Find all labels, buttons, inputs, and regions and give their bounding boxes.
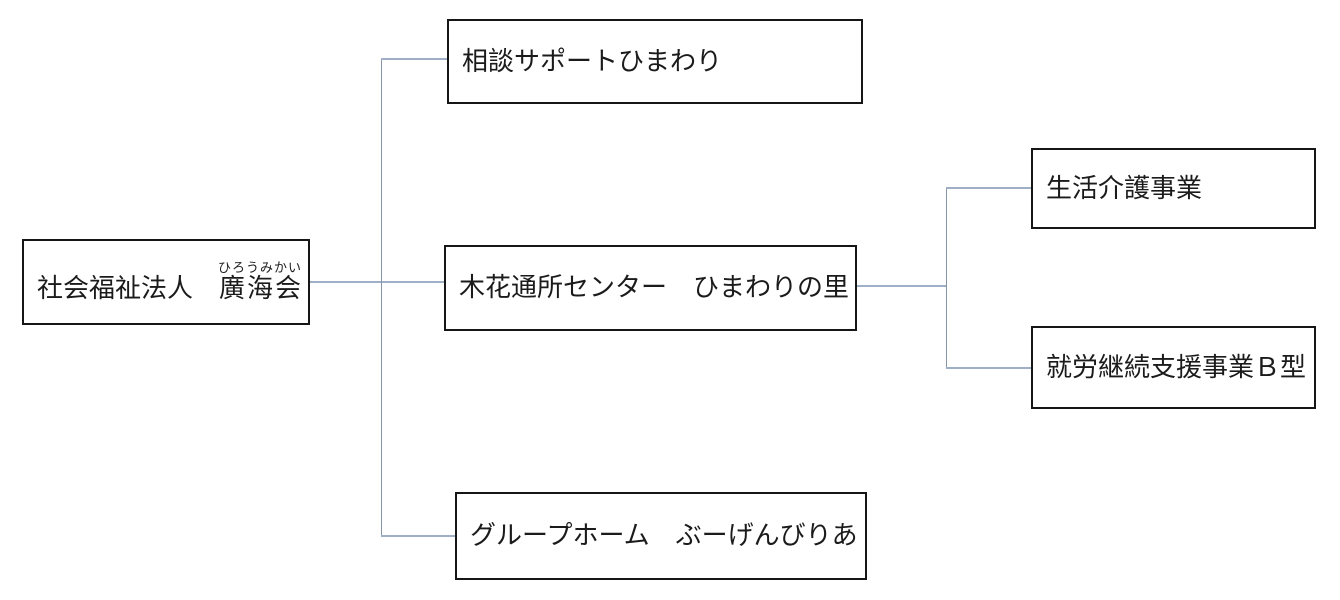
node-root-label: 社会福祉法人 廣海会ひろうみかい <box>37 260 302 304</box>
connector-root-to-middle-branch <box>310 281 444 283</box>
root-ruby-base: 廣海会 <box>218 274 303 304</box>
connector-child-bottom <box>946 367 1032 369</box>
root-label-ruby: 廣海会ひろうみかい <box>218 260 303 304</box>
node-child-employment-support-label: 就労継続支援事業Ｂ型 <box>1046 352 1307 382</box>
connector-top-branch <box>381 58 447 60</box>
node-child-employment-support: 就労継続支援事業Ｂ型 <box>1031 326 1316 409</box>
node-root-corporation: 社会福祉法人 廣海会ひろうみかい <box>22 239 310 325</box>
node-branch-group-home-label: グループホーム ぶーげんびりあ <box>470 521 858 551</box>
root-label-main: 社会福祉法人 <box>37 274 220 304</box>
node-branch-day-center: 木花通所センター ひまわりの里 <box>444 245 857 331</box>
connector-right-trunk <box>946 188 947 369</box>
node-branch-consultation-support-label: 相談サポートひまわり <box>462 46 723 76</box>
connector-left-trunk <box>381 59 382 537</box>
node-branch-consultation-support: 相談サポートひまわり <box>447 19 863 104</box>
node-child-life-care-label: 生活介護事業 <box>1046 173 1203 203</box>
root-ruby-furigana: ひろうみかい <box>218 260 303 276</box>
connector-middle-branch-to-children <box>857 285 947 287</box>
node-branch-group-home: グループホーム ぶーげんびりあ <box>455 492 867 580</box>
connector-bottom-branch <box>381 535 455 537</box>
node-child-life-care: 生活介護事業 <box>1031 148 1316 229</box>
node-branch-day-center-label: 木花通所センター ひまわりの里 <box>459 273 850 303</box>
connector-child-top <box>946 187 1032 189</box>
